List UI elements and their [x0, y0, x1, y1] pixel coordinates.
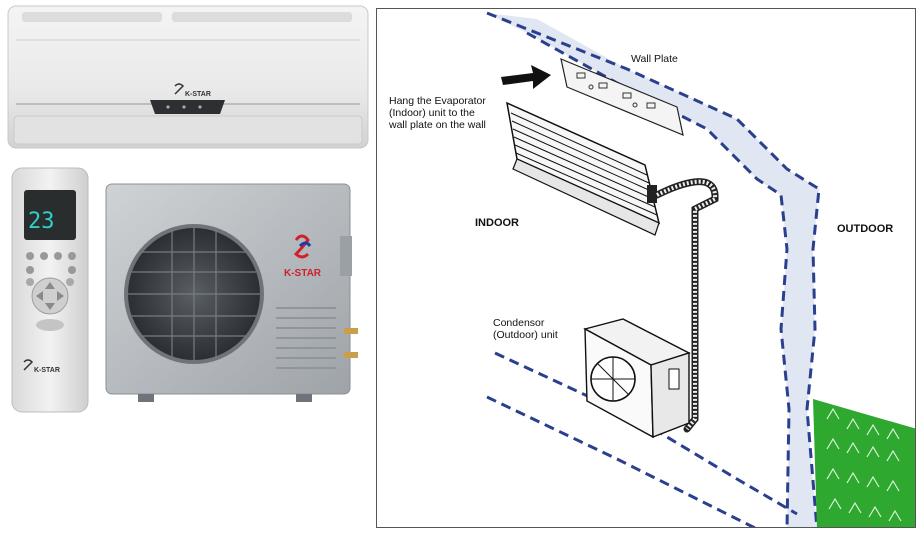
svg-text:K-STAR: K-STAR: [185, 91, 211, 98]
indoor-label: INDOOR: [475, 217, 519, 229]
outdoor-unit-photo: K-STAR: [105, 183, 358, 402]
installation-diagram: Wall Plate Hang the Evaporator (Indoor) …: [376, 8, 916, 528]
remote-control-photo: 23 K-STAR: [11, 167, 89, 413]
wall-section: [487, 13, 819, 527]
remote-lcd-temperature: 23: [28, 209, 55, 234]
product-illustration: K-STAR 23 K-STAR: [7, 5, 369, 413]
arrow-icon: [501, 65, 551, 89]
outdoor-label: OUTDOOR: [837, 223, 894, 235]
wall-plate-drawing: [560, 58, 684, 136]
outdoor-brand-logo-text: K-STAR: [284, 268, 322, 279]
svg-text:K-STAR: K-STAR: [34, 367, 60, 374]
grass-patch: [813, 399, 915, 527]
product-photo-panel: K-STAR 23 K-STAR: [0, 0, 372, 536]
condensor-unit-drawing: [583, 318, 691, 439]
instruction-text: Hang the Evaporator (Indoor) unit to the…: [389, 95, 486, 131]
indoor-unit-drawing: [506, 101, 661, 236]
condensor-label: Condensor (Outdoor) unit: [493, 317, 558, 341]
diagram-drawing: [486, 11, 915, 527]
indoor-unit-photo: K-STAR: [7, 5, 369, 149]
wall-plate-label: Wall Plate: [631, 53, 678, 65]
